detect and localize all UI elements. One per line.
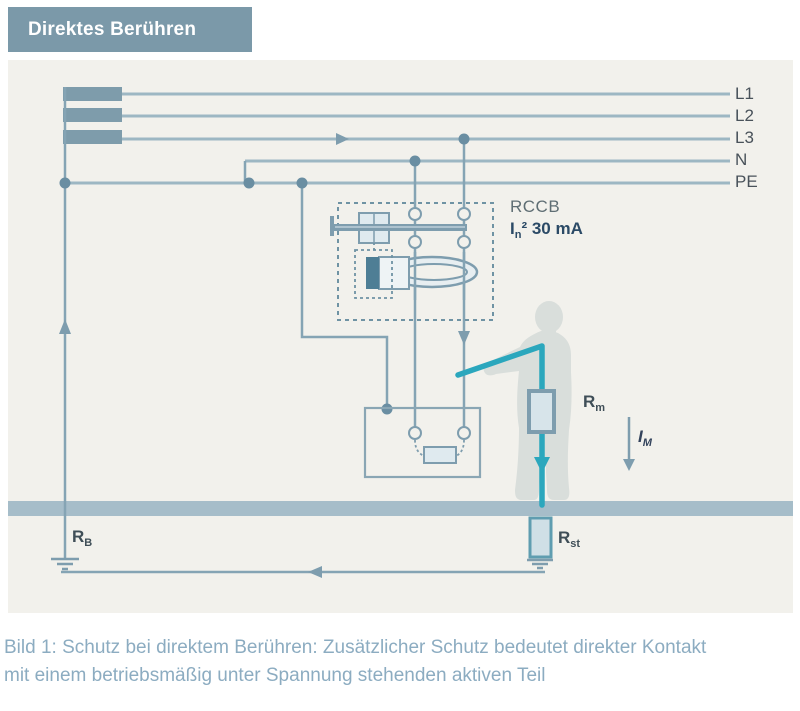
circuit-diagram <box>8 87 793 578</box>
rccb-rating-label: In² 30 mA <box>510 219 583 241</box>
rm-label: Rm <box>583 392 606 414</box>
label-pe: PE <box>735 172 758 191</box>
supply-lines <box>65 92 730 185</box>
earth-symbol-rb <box>51 557 79 571</box>
label-l3: L3 <box>735 128 754 147</box>
trip-relay-body <box>378 256 410 290</box>
figure-title-bar: Direktes Berühren <box>8 7 252 52</box>
current-flow-arrows <box>59 133 470 578</box>
appliance-box <box>363 406 482 479</box>
rst-resistor <box>528 516 553 559</box>
caption-line-2: mit einem betriebsmäßig unter Spannung s… <box>4 665 546 686</box>
plug-contacts <box>408 426 471 440</box>
actuator-end-cap <box>330 216 334 236</box>
l3-flow-arrow <box>336 133 349 145</box>
figure-caption: Bild 1: Schutz bei direktem Berühren: Zu… <box>4 634 796 690</box>
earth-ground-bar <box>8 501 793 516</box>
rm-resistor <box>527 389 556 434</box>
source-bars <box>63 87 122 144</box>
figure-title: Direktes Berühren <box>28 18 197 40</box>
rst-label: Rst <box>558 528 581 550</box>
feeder-down-arrow <box>458 331 470 345</box>
touch-current-path <box>455 343 550 508</box>
rccb-device <box>330 202 494 321</box>
label-l2: L2 <box>735 106 754 125</box>
rb-label: RB <box>72 527 93 549</box>
im-label: IM <box>638 427 652 449</box>
caption-line-1: Bild 1: Schutz bei direktem Berühren: Zu… <box>4 637 707 658</box>
trip-relay-coil <box>366 257 379 289</box>
rb-up-arrow <box>59 319 71 334</box>
switch-contacts <box>408 207 471 249</box>
junction-dots <box>59 133 470 415</box>
earth-symbol-rst <box>527 558 553 570</box>
touch-current-arrow <box>534 457 550 473</box>
load-element <box>423 446 457 464</box>
diagram-panel <box>8 60 793 613</box>
rccb-name-label: RCCB <box>510 197 561 216</box>
pe-branch <box>300 183 389 409</box>
im-arrow <box>623 417 635 471</box>
return-left-arrow <box>308 566 322 578</box>
conductors <box>61 87 545 574</box>
label-n: N <box>735 150 748 169</box>
label-l1: L1 <box>735 84 754 103</box>
